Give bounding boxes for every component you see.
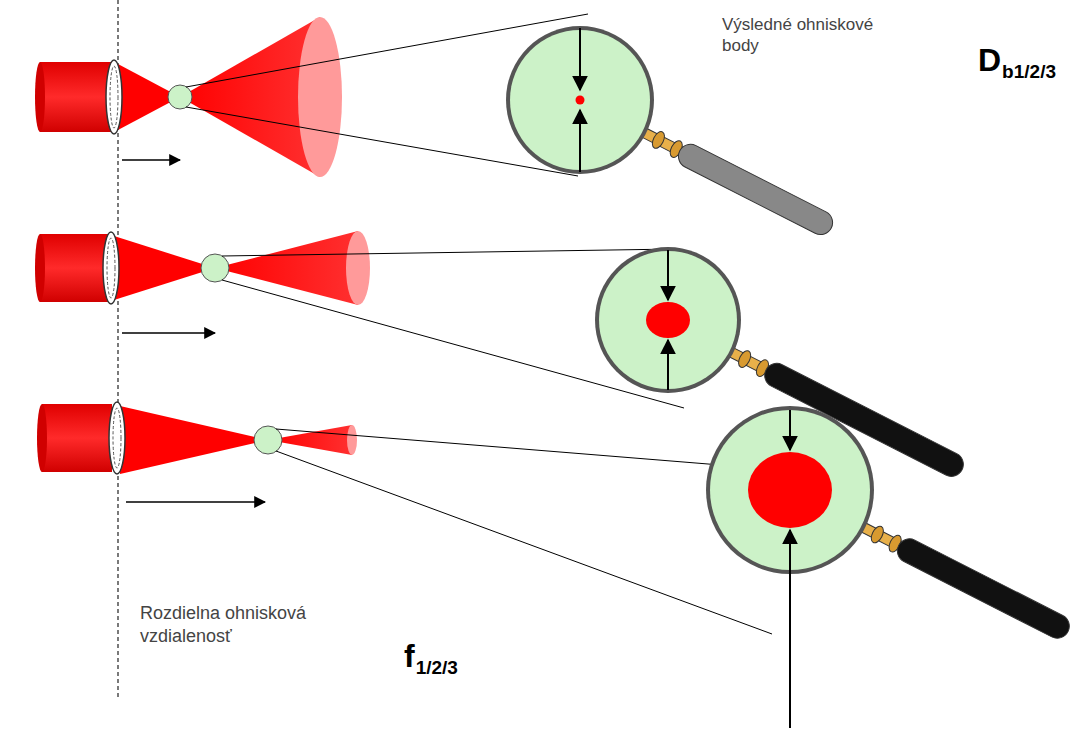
magnifier-1 xyxy=(506,26,837,239)
symbol-letter: f xyxy=(404,636,415,676)
symbol-letter: D xyxy=(978,40,1001,80)
laser-beam-3 xyxy=(37,402,357,502)
caption-text: Výsledné ohniskové body xyxy=(722,14,892,57)
laser-beam-1 xyxy=(35,17,342,177)
symbol-subscript: b1/2/3 xyxy=(1002,60,1056,84)
magnifier-3 xyxy=(706,406,1073,728)
caption-text: Rozdielna ohnisková vzdialenosť xyxy=(140,602,340,647)
laser-beam-2 xyxy=(35,231,370,333)
leader-lines-3 xyxy=(276,429,782,634)
symbol-subscript: 1/2/3 xyxy=(416,656,458,680)
